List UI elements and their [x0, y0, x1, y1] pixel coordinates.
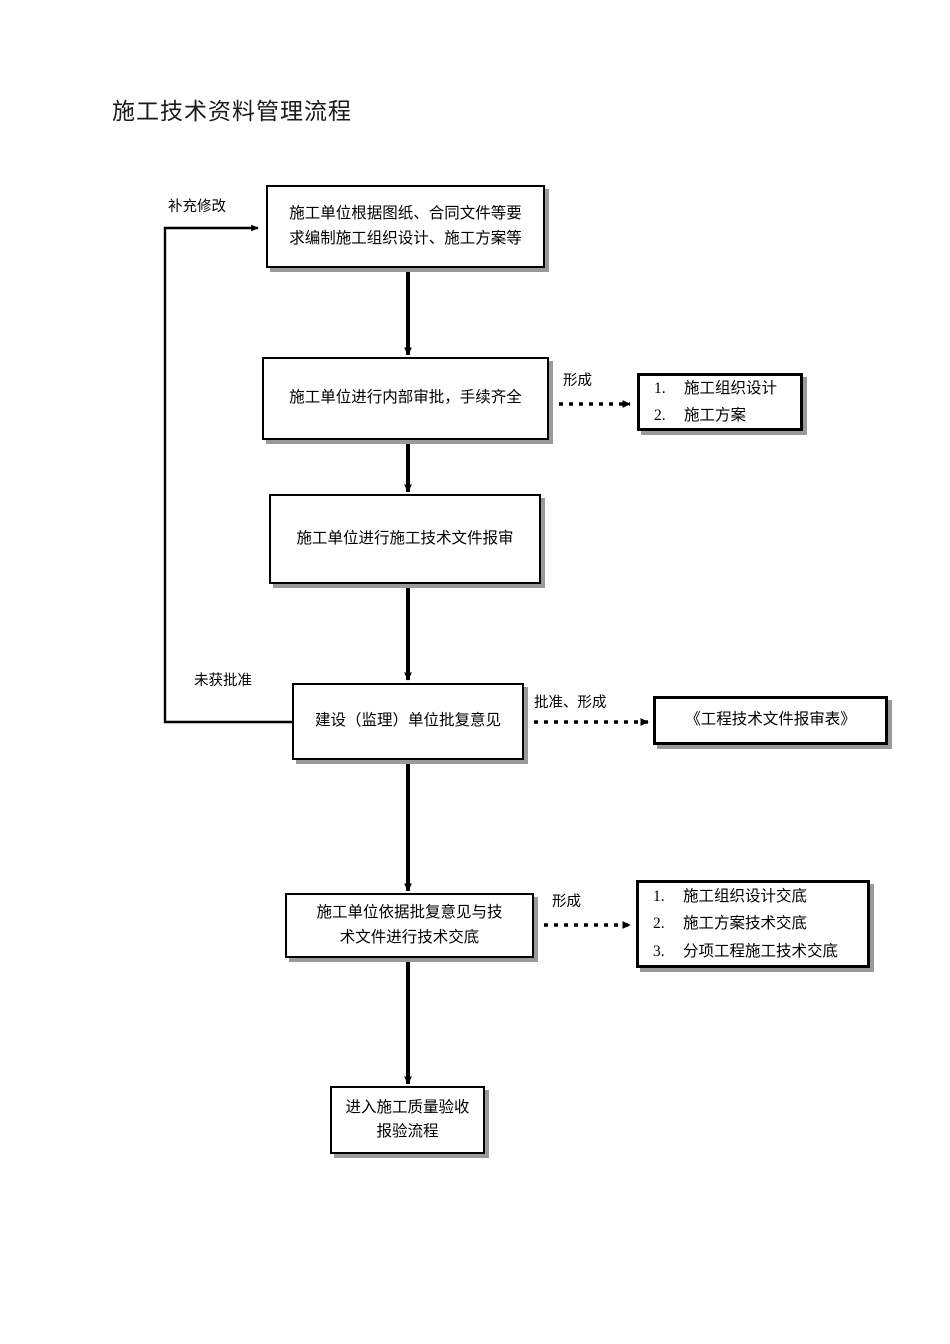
list-item: 1. 施工组织设计交底 — [653, 883, 867, 910]
branch-arrows — [524, 400, 649, 929]
list-item: 3. 分项工程施工技术交底 — [653, 938, 867, 965]
list-item: 1. 施工组织设计 — [654, 375, 800, 402]
list-item-number: 3. — [653, 942, 665, 960]
list-item: 2. 施工方案技术交底 — [653, 910, 867, 937]
output-review-form-label: 《工程技术文件报审表》 — [685, 711, 856, 729]
feedback-loop-line — [163, 224, 292, 724]
list-item-label: 施工方案 — [684, 407, 747, 424]
node-submit-technical-review[interactable]: 施工单位进行施工技术文件报审 — [269, 494, 541, 584]
page-title: 施工技术资料管理流程 — [112, 99, 352, 125]
list-item-label: 施工组织设计交底 — [683, 888, 808, 906]
node-supervisor-reply-label: 建设（监理）单位批复意见 — [314, 712, 501, 730]
feedback-loop-path — [163, 224, 292, 724]
node-prepare-documents[interactable]: 施工单位根据图纸、合同文件等要 求编制施工组织设计、施工方案等 — [266, 185, 545, 268]
node-internal-approval-label: 施工单位进行内部审批，手续齐全 — [289, 389, 522, 407]
list-item: 2. 施工方案 — [654, 402, 800, 429]
node-supervisor-reply[interactable]: 建设（监理）单位批复意见 — [292, 683, 524, 760]
output-disclosure-documents[interactable]: 1. 施工组织设计交底 2. 施工方案技术交底 3. 分项工程施工技术交底 — [636, 880, 870, 968]
node-technical-disclosure[interactable]: 施工单位依据批复意见与技 术文件进行技术交底 — [285, 893, 534, 958]
edge-label-not-approved: 未获批准 — [194, 673, 252, 689]
edge-label-approve-forms: 批准、形成 — [534, 695, 607, 711]
node-prepare-documents-label: 施工单位根据图纸、合同文件等要 求编制施工组织设计、施工方案等 — [289, 205, 522, 247]
node-quality-acceptance-label: 进入施工质量验收报验流程 — [345, 1098, 470, 1140]
list-item-number: 1. — [653, 888, 665, 906]
edge-label-forms-disclosure-docs: 形成 — [552, 894, 581, 910]
node-internal-approval[interactable]: 施工单位进行内部审批，手续齐全 — [262, 357, 549, 440]
node-submit-technical-review-label: 施工单位进行施工技术文件报审 — [296, 529, 514, 547]
output-approval-documents[interactable]: 1. 施工组织设计 2. 施工方案 — [637, 373, 803, 431]
list-item-label: 施工方案技术交底 — [683, 915, 808, 933]
list-item-number: 1. — [654, 379, 666, 397]
list-item-label: 施工组织设计 — [684, 379, 778, 397]
list-item-number: 2. — [653, 915, 665, 933]
approval-documents-list: 1. 施工组织设计 2. 施工方案 — [640, 375, 800, 429]
list-item-number: 2. — [654, 407, 666, 424]
node-quality-acceptance[interactable]: 进入施工质量验收报验流程 — [330, 1086, 485, 1154]
output-review-form[interactable]: 《工程技术文件报审表》 — [653, 696, 888, 745]
node-technical-disclosure-label: 施工单位依据批复意见与技 术文件进行技术交底 — [316, 904, 503, 946]
disclosure-documents-list: 1. 施工组织设计交底 2. 施工方案技术交底 3. 分项工程施工技术交底 — [639, 883, 867, 964]
edge-label-forms-approval-docs: 形成 — [563, 373, 592, 389]
edge-label-revise: 补充修改 — [168, 199, 226, 215]
list-item-label: 分项工程施工技术交底 — [683, 942, 839, 960]
